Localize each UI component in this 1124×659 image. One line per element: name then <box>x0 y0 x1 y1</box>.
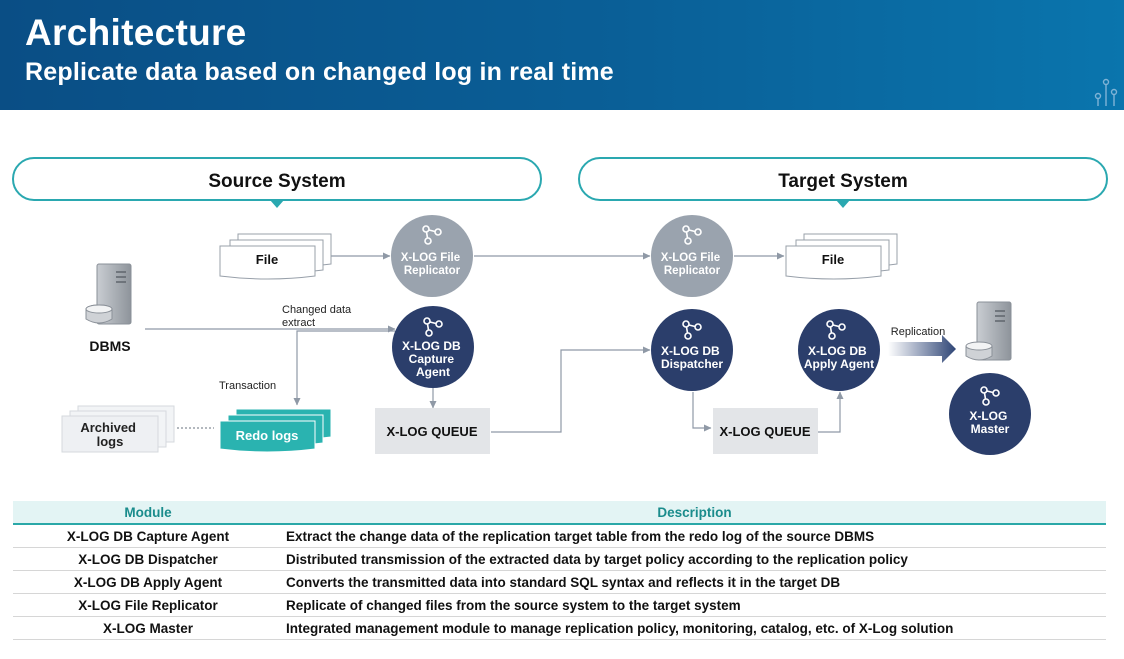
table-row: X-LOG DB Apply Agent Converts the transm… <box>13 570 1106 594</box>
module-cell: X-LOG File Replicator <box>13 593 283 617</box>
file-label-right: File <box>822 252 844 267</box>
description-cell: Distributed transmission of the extracte… <box>283 547 1106 571</box>
target-system-label: Target System <box>778 171 908 192</box>
connector-lines <box>145 252 844 433</box>
source-system-label: Source System <box>208 171 345 192</box>
description-column-header: Description <box>283 501 1106 525</box>
page-subtitle: Replicate data based on changed log in r… <box>25 58 614 86</box>
module-cell: X-LOG DB Dispatcher <box>13 547 283 571</box>
svg-text:X-LOG DB Apply Agent: X-LOG DB Apply Agent <box>804 344 874 371</box>
header-banner: Architecture Replicate data based on cha… <box>0 0 1124 110</box>
svg-text:X-LOG DB Capture A: X-LOG DB Capture Agent <box>402 339 464 379</box>
apply-agent-node: X-LOG DB Apply Agent <box>798 309 880 391</box>
table-row: X-LOG DB Dispatcher Distributed transmis… <box>13 547 1106 571</box>
page-title: Architecture <box>25 12 247 53</box>
xlog-queue-left: X-LOG QUEUE <box>375 408 490 454</box>
archived-logs-stack: Archived logs <box>61 405 175 453</box>
transaction-label: Transaction <box>219 380 276 392</box>
master-node: X-LOG Master <box>949 373 1031 455</box>
replication-label: Replication <box>891 326 945 338</box>
module-table: Module Description X-LOG DB Capture Agen… <box>13 501 1106 640</box>
svg-text:X-LOG DB Dispatcher: X-LOG DB Dispatcher <box>661 344 723 371</box>
dbms-server: DBMS <box>85 263 132 354</box>
source-system-header: Source System <box>12 157 542 208</box>
svg-text:X-LOG QUEUE: X-LOG QUEUE <box>719 424 810 439</box>
capture-agent-node: X-LOG DB Capture Agent <box>392 306 474 388</box>
svg-text:Archived logs: Archived logs <box>80 420 139 449</box>
server-icon <box>85 263 132 325</box>
file-stack-right: File <box>785 233 898 280</box>
module-cell: X-LOG DB Capture Agent <box>13 524 283 548</box>
module-cell: X-LOG DB Apply Agent <box>13 570 283 594</box>
svg-text:X-LOG Master: X-LOG Master <box>969 409 1010 436</box>
svg-text:X-LOG File Replicator: X-LOG File Replicator <box>661 252 724 277</box>
table-header-row: Module Description <box>13 501 1106 525</box>
redo-logs-stack: Redo logs <box>219 408 332 453</box>
replication-arrow: Replication <box>888 326 956 363</box>
redo-logs-label: Redo logs <box>236 428 299 443</box>
description-cell: Extract the change data of the replicati… <box>283 524 1106 548</box>
architecture-diagram: Source System Target System File File <box>12 157 1108 455</box>
description-cell: Converts the transmitted data into stand… <box>283 570 1106 594</box>
description-cell: Integrated management module to manage r… <box>283 616 1106 640</box>
svg-text:X-LOG QUEUE: X-LOG QUEUE <box>386 424 477 439</box>
dbms-label: DBMS <box>89 338 130 354</box>
changed-data-label: Changed data extract <box>282 304 354 329</box>
circuit-icon <box>1094 78 1118 106</box>
target-system-header: Target System <box>578 157 1108 208</box>
target-db-server <box>965 301 1012 361</box>
xlog-queue-right: X-LOG QUEUE <box>713 408 818 454</box>
file-label-left: File <box>256 252 278 267</box>
dispatcher-node: X-LOG DB Dispatcher <box>651 309 733 391</box>
table-row: X-LOG Master Integrated management modul… <box>13 616 1106 640</box>
svg-text:X-LOG File Replicator: X-LOG File Replicator <box>401 252 464 277</box>
module-cell: X-LOG Master <box>13 616 283 640</box>
table-row: X-LOG File Replicator Replicate of chang… <box>13 593 1106 617</box>
file-replicator-left: X-LOG File Replicator <box>391 215 473 297</box>
table-row: X-LOG DB Capture Agent Extract the chang… <box>13 524 1106 548</box>
description-cell: Replicate of changed files from the sour… <box>283 593 1106 617</box>
module-column-header: Module <box>13 501 283 525</box>
file-replicator-right: X-LOG File Replicator <box>651 215 733 297</box>
file-stack-left: File <box>219 233 332 280</box>
